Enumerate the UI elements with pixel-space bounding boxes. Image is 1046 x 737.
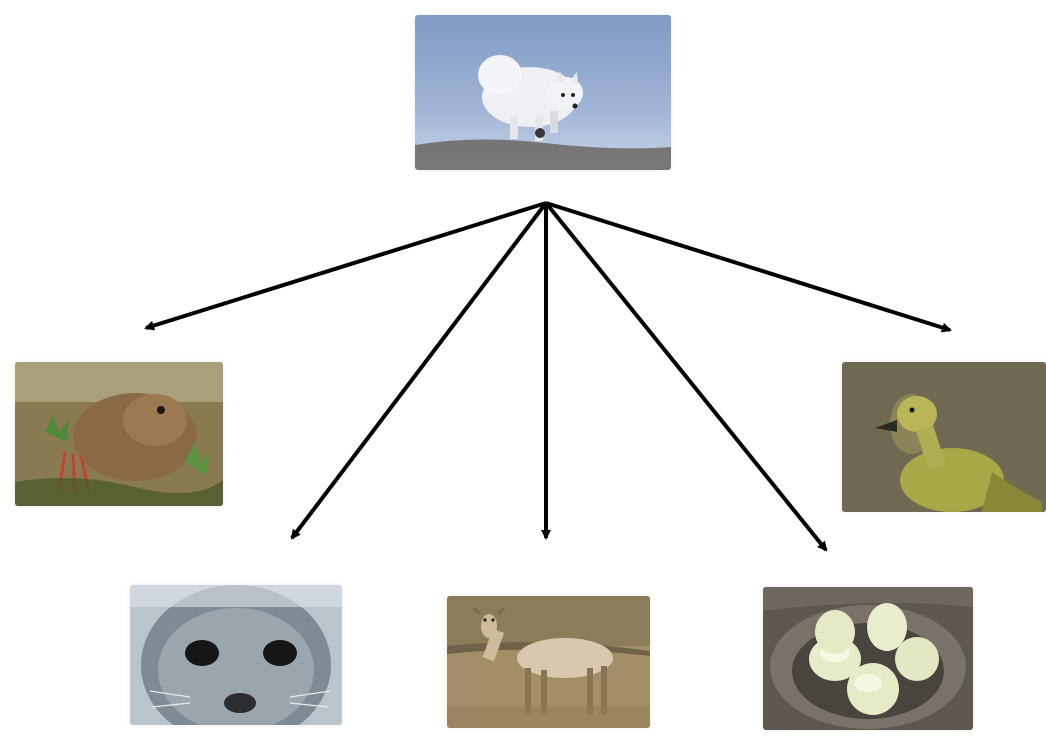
lemming-photo	[15, 362, 223, 506]
arrow-to-lemming	[146, 203, 546, 328]
eggs-in-nest-photo	[763, 587, 973, 730]
caribou-photo	[447, 596, 650, 728]
arctic-fox-photo	[415, 15, 671, 170]
arrow-to-seal-pup	[292, 203, 546, 538]
seal-pup-photo	[130, 585, 342, 725]
arrow-to-gosling	[546, 203, 950, 330]
arrow-to-eggs	[546, 203, 826, 550]
gosling-photo	[842, 362, 1046, 512]
